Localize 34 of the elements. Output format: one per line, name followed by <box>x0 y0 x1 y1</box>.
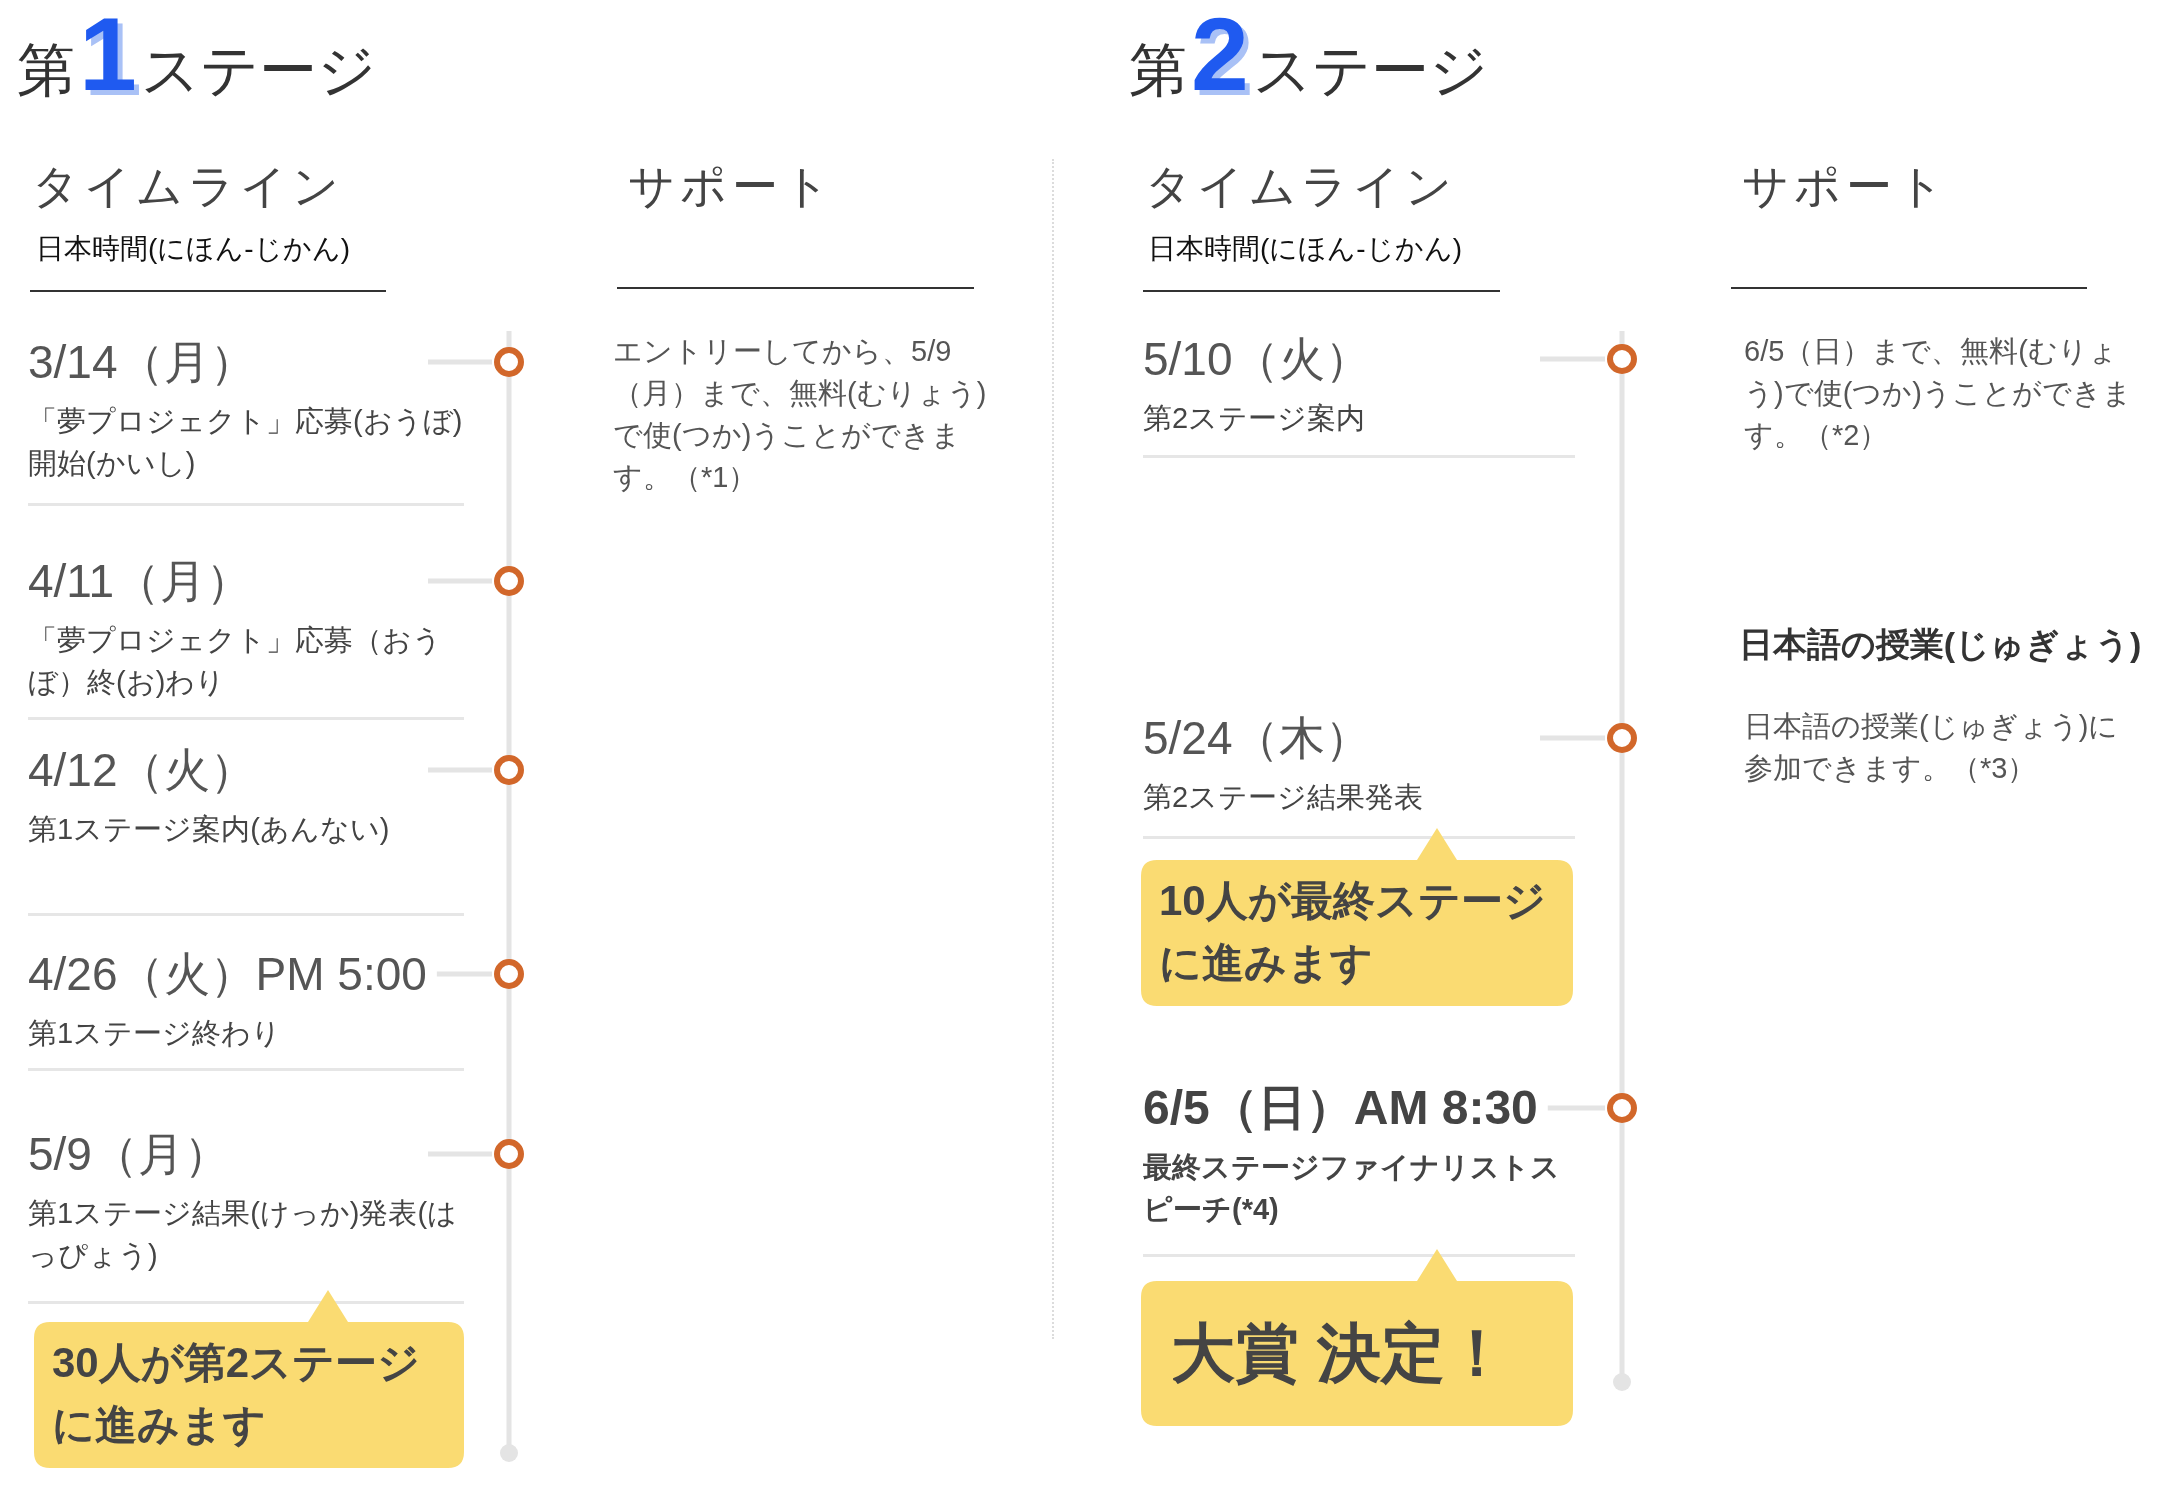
callout-bubble <box>1141 828 1573 1006</box>
section-heading: サポート <box>1742 159 1949 214</box>
section-heading: タイムライン <box>1145 159 1457 214</box>
event-date: 4/11（月） <box>28 554 253 609</box>
event-description: 第1ステージ結果(けっか)発表(はっぴょう) <box>28 1196 459 1273</box>
section-heading: サポート <box>628 159 835 214</box>
event-date: 6/5（日）AM 8:30 <box>1143 1080 1538 1136</box>
callout-bubble <box>34 1290 464 1468</box>
event-description: 第1ステージ案内(あんない) <box>28 812 391 847</box>
callout-text: 大賞 決定！ <box>1171 1316 1510 1391</box>
stage-heading: 第1ステージ <box>17 4 376 114</box>
section-heading: タイムライン <box>32 159 344 214</box>
event-description: 最終ステージファイナリストスピーチ(*4) <box>1143 1150 1561 1227</box>
callout-text: 10人が最終ステージに進みます <box>1159 876 1547 988</box>
section-subheading: 日本時間(にほん-じかん) <box>1148 232 1462 266</box>
support-note: エントリーしてから、5/9（月）まで、無料(むりょう)で使(つか)うことができます。（*1） <box>613 334 988 495</box>
event-date: 4/12（火） <box>28 743 256 798</box>
event-date: 5/9（月） <box>28 1127 230 1182</box>
event-description: 第2ステージ結果発表 <box>1143 780 1425 815</box>
event-date: 3/14（月） <box>28 335 256 390</box>
section-subheading: 日本時間(にほん-じかん) <box>36 232 350 266</box>
callout-bubble <box>1141 1249 1573 1426</box>
support-note: 6/5（日）まで、無料(むりょう)で使(つか)うことができます。（*2） <box>1744 334 2133 453</box>
stage-heading: 第2ステージ <box>1129 4 1488 114</box>
event-description: 「夢プロジェクト」応募(おうぼ)開始(かいし) <box>28 404 464 481</box>
event-description: 「夢プロジェクト」応募（おうぼ）終(お)わり <box>28 623 443 700</box>
event-date: 4/26（火）PM 5:00 <box>28 947 427 1002</box>
support-note: 日本語の授業(じゅぎょう)に参加できます。（*3） <box>1744 709 2120 786</box>
event-date: 5/10（火） <box>1143 332 1371 387</box>
event-description: 第2ステージ案内 <box>1143 401 1367 436</box>
event-date: 5/24（木） <box>1143 711 1371 766</box>
callout-text: 30人が第2ステージに進みます <box>52 1338 422 1450</box>
event-description: 第1ステージ終わり <box>28 1016 283 1051</box>
support-heading: 日本語の授業(じゅぎょう) <box>1737 624 2143 665</box>
